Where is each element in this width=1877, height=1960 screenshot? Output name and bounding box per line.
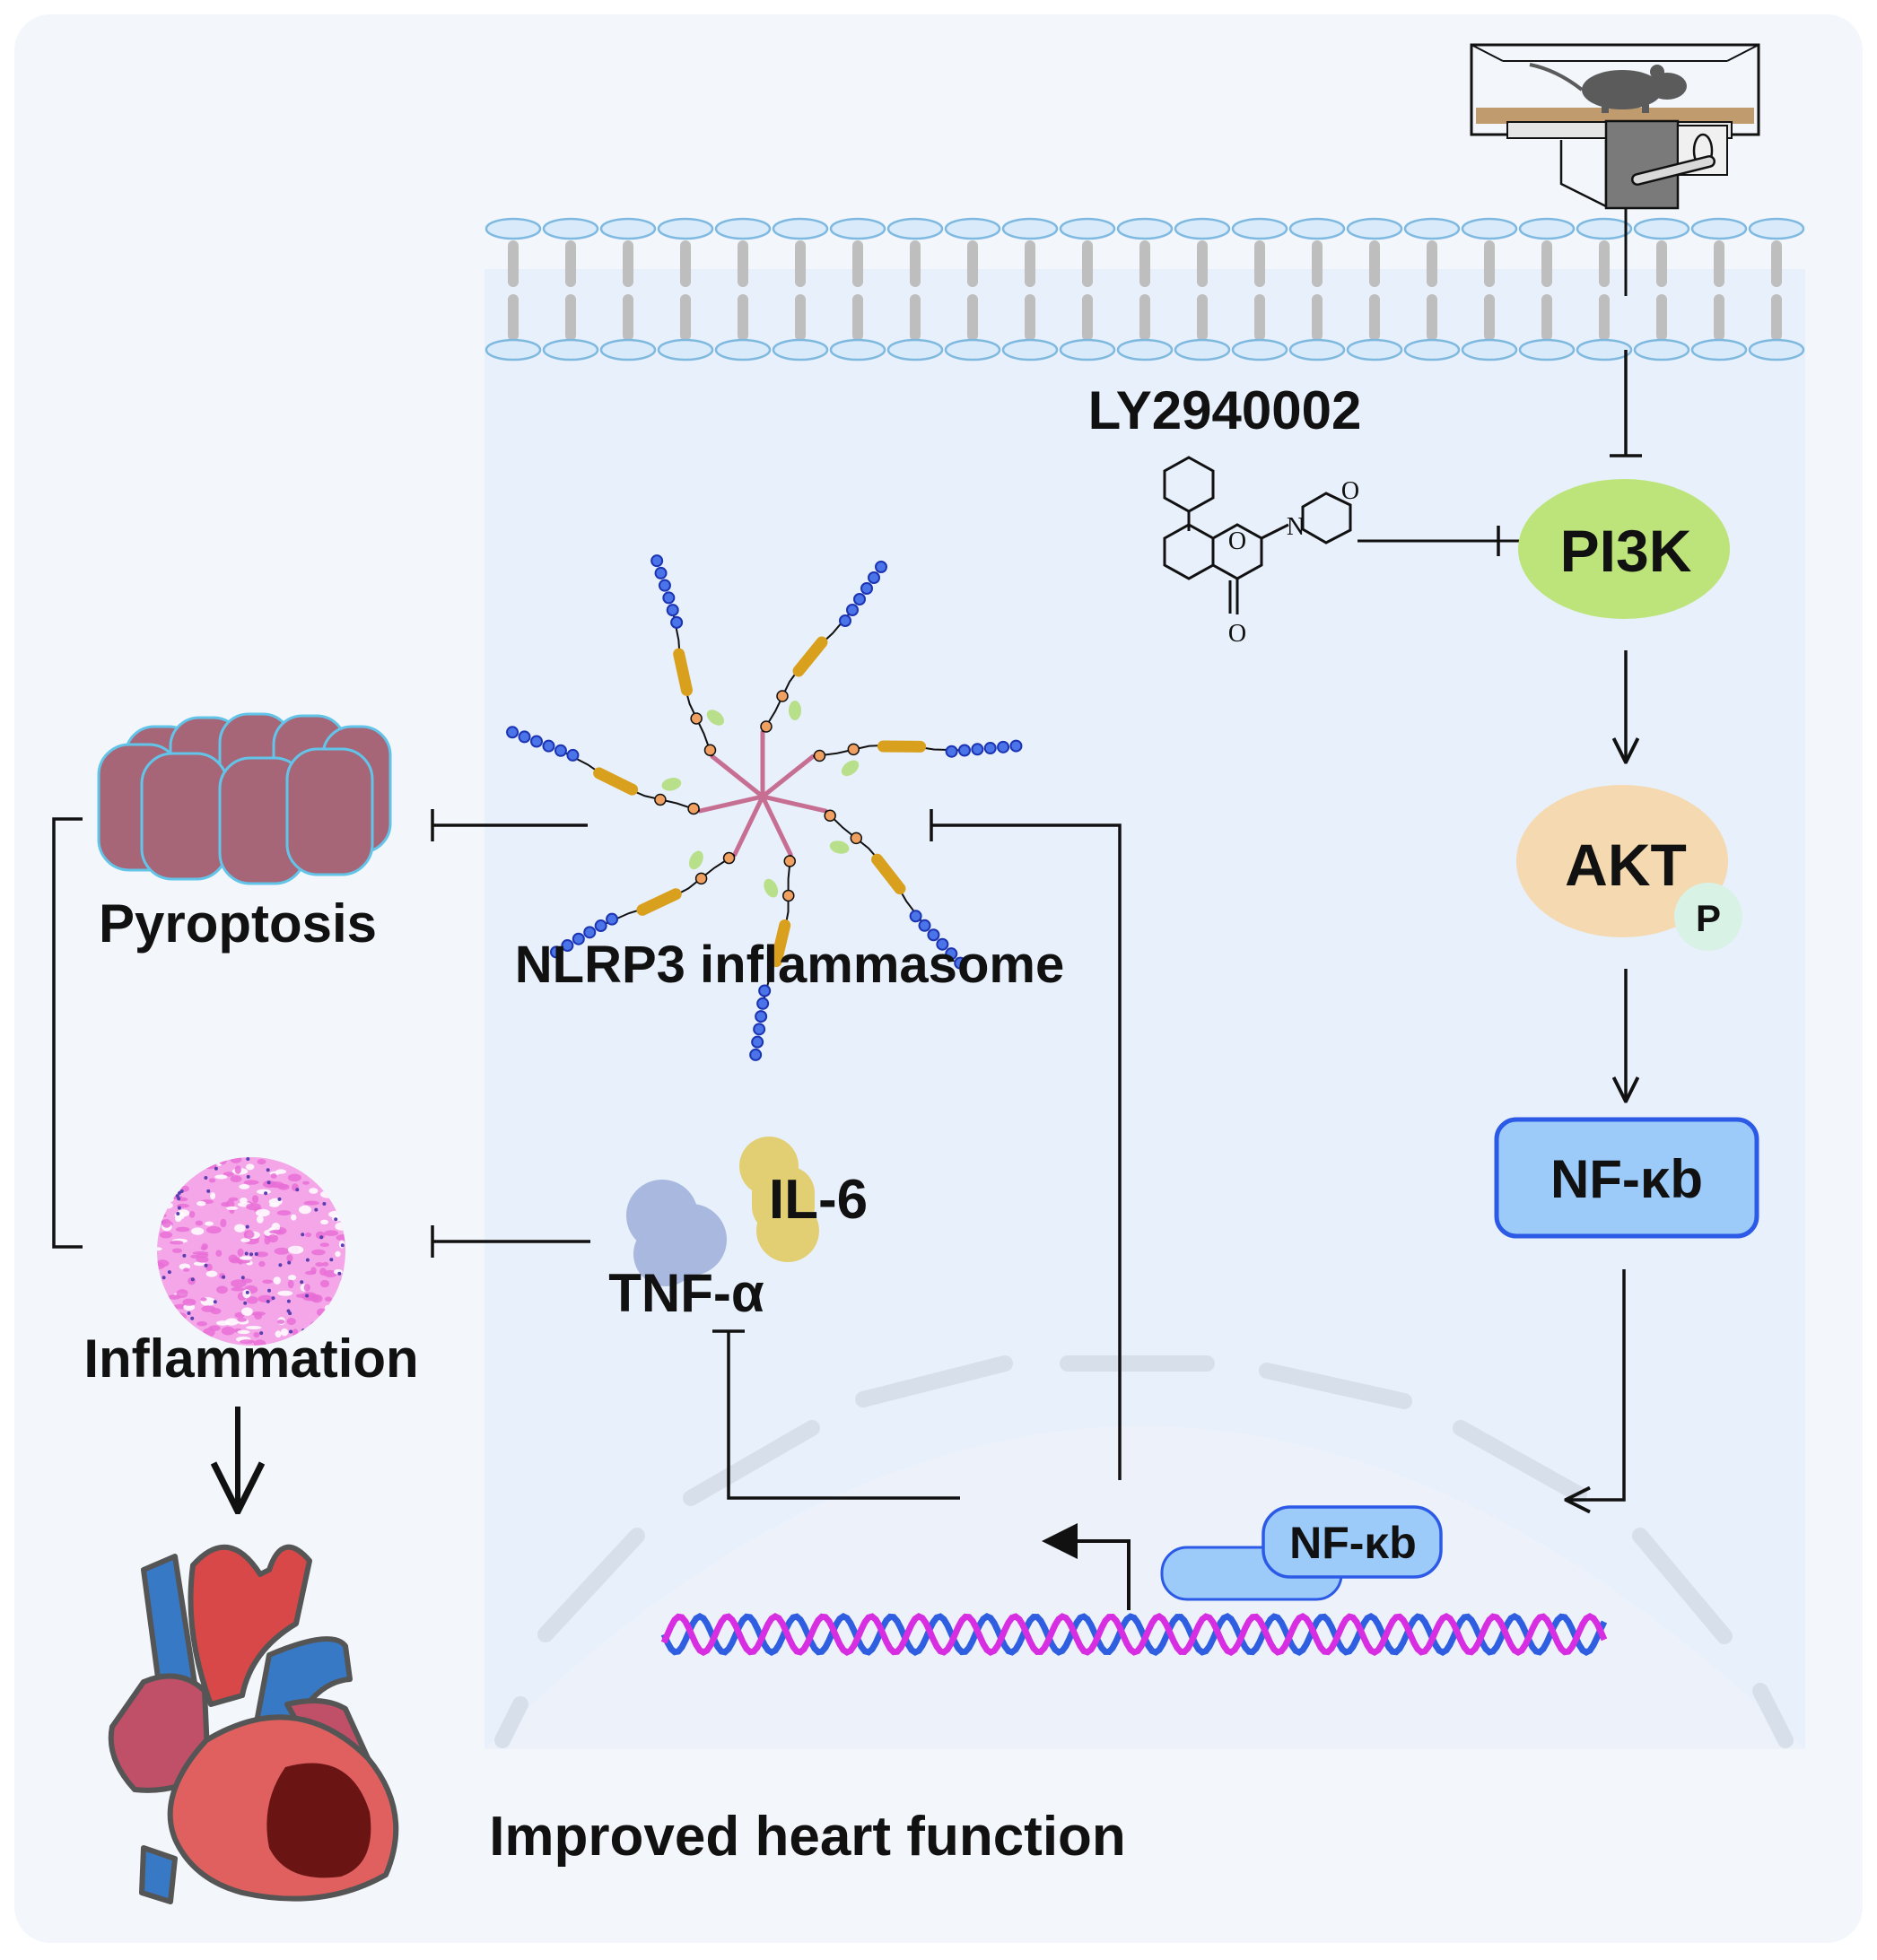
ly-compound-label: LY2940002	[1088, 380, 1362, 440]
inflamed-tissue-icon	[157, 1157, 345, 1346]
pi3k-node: PI3K	[1518, 479, 1730, 619]
heart-icon	[108, 1544, 399, 1904]
inhibit-tnf-line	[712, 1329, 960, 1500]
outcome-label: Improved heart function	[489, 1806, 1126, 1868]
nlrp3-complex-icon	[506, 554, 1023, 1061]
pyroptosis-pore-icon	[97, 712, 392, 885]
dna-helix-icon	[660, 1613, 1608, 1656]
cytokines-inhibit-inflammation	[431, 1225, 590, 1258]
il6-label: IL-6	[769, 1169, 868, 1231]
chem-o-morph: O	[1341, 477, 1359, 505]
inflammation-label: Inflammation	[83, 1328, 418, 1389]
mouse-treadmill-icon	[1470, 43, 1760, 296]
chemical-atom-labels: O O N O	[1228, 477, 1359, 648]
nfkb-cytoplasm-node: NF-κb	[1494, 1117, 1759, 1239]
pi3k-label: PI3K	[1560, 518, 1692, 584]
pyroptosis-label: Pyroptosis	[99, 893, 377, 954]
cell-membrane	[485, 217, 1805, 362]
nlrp3-label: NLRP3 inflammasome	[515, 936, 1064, 994]
nfkb-cyto-label: NF-κb	[1550, 1149, 1703, 1209]
phospho-label: P	[1696, 897, 1721, 939]
nfkb-translocation-arrow	[1566, 1269, 1626, 1500]
akt-label: AKT	[1565, 832, 1687, 898]
nlrp3-inhibits-pyroptosis	[431, 809, 588, 841]
inhibit-nlrp3-line	[930, 809, 1122, 1480]
chem-o-keto: O	[1228, 620, 1246, 648]
outcome-bracket	[52, 817, 83, 1249]
nfkb-nuclear-complex: NF-κb	[1160, 1505, 1443, 1601]
nucleus	[485, 1355, 1805, 1749]
nfkb-nuclear-label: NF-κb	[1289, 1518, 1417, 1568]
tnf-icon	[626, 1180, 727, 1286]
chem-n: N	[1287, 513, 1305, 541]
transcription-start-arrow	[1042, 1523, 1131, 1610]
akt-node: AKT P	[1516, 785, 1742, 951]
phospho-badge	[1674, 883, 1742, 951]
exercise-inhibits-pi3k	[1610, 350, 1642, 457]
il6-icon	[739, 1137, 819, 1262]
tnf-label: TNF-α	[608, 1263, 764, 1323]
chem-o-ring: O	[1228, 527, 1246, 555]
